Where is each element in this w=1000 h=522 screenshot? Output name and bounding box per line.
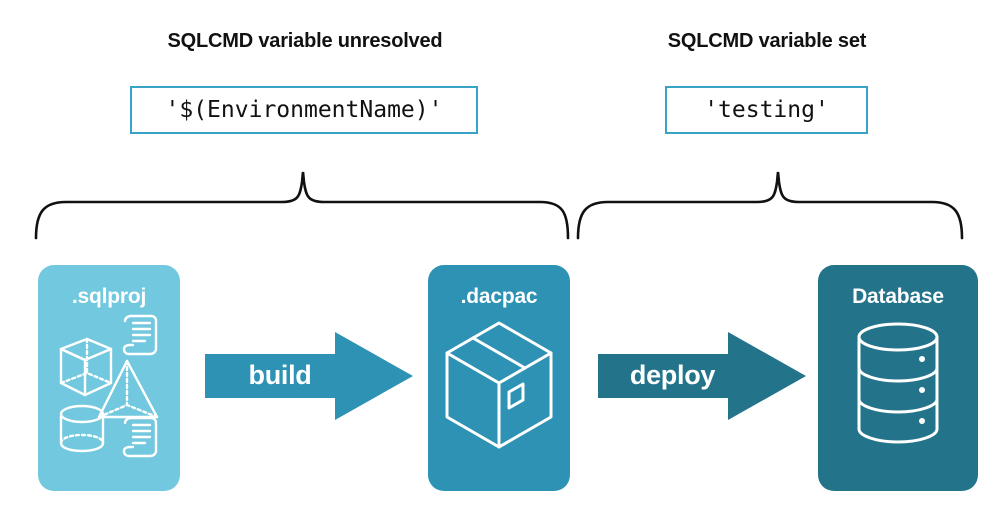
code-text-testing: 'testing': [704, 97, 829, 123]
arrow-build-shape: [205, 332, 413, 420]
node-dacpac-label: .dacpac: [460, 285, 538, 308]
brace-group: [34, 171, 964, 240]
arrow-deploy: [598, 332, 806, 420]
shapes-and-scripts-icon: [59, 314, 159, 458]
heading-sqlcmd-variable-unresolved: SQLCMD variable unresolved: [167, 30, 443, 52]
database-cylinder-icon: [857, 322, 939, 444]
arrow-deploy-shape: [598, 332, 806, 420]
arrow-build-label: build: [248, 360, 312, 390]
heading-sqlcmd-variable-set: SQLCMD variable set: [667, 30, 867, 52]
node-sqlproj: .sqlproj: [38, 265, 180, 491]
code-box-environment-name: '$(EnvironmentName)': [130, 86, 478, 134]
arrow-build: [205, 332, 413, 420]
brace-right: [576, 171, 964, 240]
node-database-label: Database: [852, 285, 944, 308]
node-sqlproj-label: .sqlproj: [71, 285, 147, 308]
code-text-environment-name: '$(EnvironmentName)': [165, 97, 443, 123]
node-dacpac: .dacpac: [428, 265, 570, 491]
package-box-icon: [445, 321, 553, 449]
code-box-testing: 'testing': [665, 86, 868, 134]
brace-left: [34, 171, 570, 240]
arrow-deploy-label: deploy: [629, 360, 716, 390]
node-database: Database: [818, 265, 978, 491]
